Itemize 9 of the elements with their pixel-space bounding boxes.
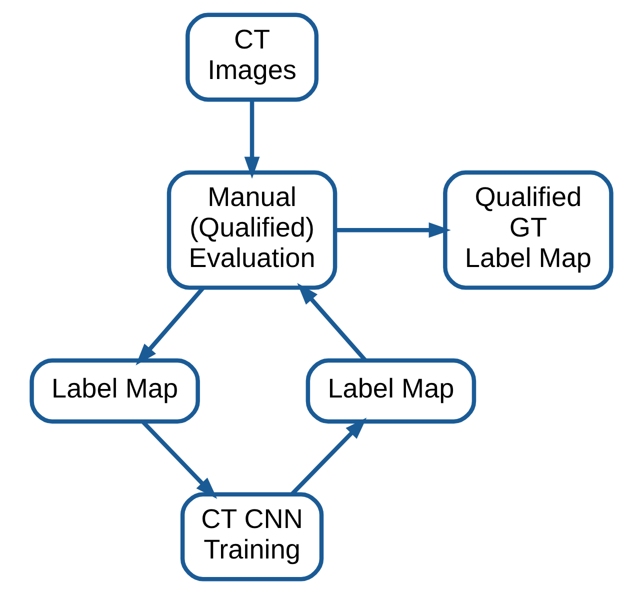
node-box: CT CNN Training — [180, 492, 324, 582]
node-box: Label Map — [30, 358, 200, 424]
arrow — [335, 222, 451, 238]
arrow — [142, 420, 218, 499]
node-box: Qualified GT Label Map — [443, 170, 614, 290]
arrow — [244, 100, 260, 179]
node-box: CT Images — [186, 12, 319, 102]
node-box: Manual (Qualified) Evaluation — [166, 170, 338, 290]
node-box: Label Map — [306, 358, 476, 424]
